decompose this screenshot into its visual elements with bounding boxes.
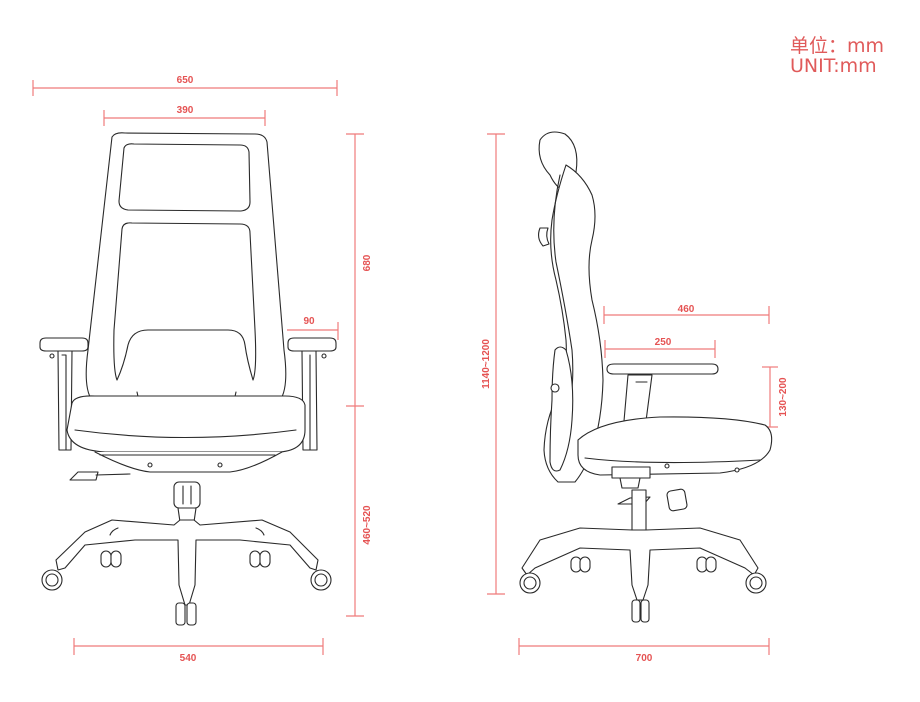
dim-armrest-length-label: 250 xyxy=(655,337,672,348)
dim-seat-height-label: 460~520 xyxy=(362,505,373,545)
back-mesh xyxy=(113,222,257,381)
front-view: 650 390 90 680 460~520 xyxy=(32,75,373,664)
dim-seat-depth: 460 xyxy=(603,304,770,324)
dim-armrest-width-label: 90 xyxy=(303,316,315,327)
chair-side-illustration xyxy=(519,131,773,623)
caster-front-left xyxy=(41,569,63,591)
gas-lift-cover xyxy=(173,481,201,509)
seat-cushion xyxy=(66,395,306,453)
side-armrest-pad xyxy=(606,363,719,375)
dim-overall-width-label: 650 xyxy=(177,75,194,86)
headrest-mesh xyxy=(118,143,251,212)
caster-front-right xyxy=(310,569,332,591)
dim-overall-width: 650 xyxy=(32,75,338,96)
dim-backrest-height-label: 680 xyxy=(362,254,373,271)
dim-base-width-label: 540 xyxy=(180,653,197,664)
side-caster-rear-right xyxy=(696,556,717,573)
chair-front-illustration xyxy=(39,132,337,626)
side-tension-knob xyxy=(666,488,688,512)
dim-base-depth: 700 xyxy=(518,638,770,664)
unit-label-zh: 单位：mm xyxy=(789,35,884,57)
side-caster-center xyxy=(631,599,650,623)
dim-armrest-height-label: 130~200 xyxy=(778,377,789,417)
side-view: 1140~1200 460 250 130~200 70 xyxy=(481,131,789,664)
dim-armrest-height: 130~200 xyxy=(762,366,789,428)
side-caster-right xyxy=(745,572,767,594)
side-caster-rear-left xyxy=(570,556,591,573)
dim-base-depth-label: 700 xyxy=(636,653,653,664)
dim-armrest-length: 250 xyxy=(604,337,716,358)
unit-label: 单位：mm UNIT:mm xyxy=(790,36,884,76)
caster-front-center xyxy=(175,602,197,626)
tilt-lever xyxy=(69,471,99,481)
dim-headrest-width: 390 xyxy=(103,105,266,126)
dim-headrest-width-label: 390 xyxy=(177,105,194,116)
side-lumbar xyxy=(549,346,574,472)
caster-rear-right xyxy=(249,550,271,568)
dim-overall-height-label: 1140~1200 xyxy=(481,339,492,389)
dim-seat-height: 460~520 xyxy=(346,406,373,617)
side-seat xyxy=(577,416,773,476)
dim-backrest-height: 680 xyxy=(346,133,373,407)
dim-overall-height: 1140~1200 xyxy=(481,133,505,595)
caster-rear-left xyxy=(100,550,122,568)
side-star-base xyxy=(521,527,759,601)
star-base xyxy=(55,519,319,606)
unit-label-en: UNIT:mm xyxy=(789,55,877,77)
dim-base-width: 540 xyxy=(73,638,324,664)
right-armrest-pad xyxy=(287,337,337,352)
left-armrest-pad xyxy=(39,337,89,352)
side-caster-left xyxy=(519,572,541,594)
dim-seat-depth-label: 460 xyxy=(678,304,695,315)
dim-armrest-width: 90 xyxy=(287,316,339,340)
